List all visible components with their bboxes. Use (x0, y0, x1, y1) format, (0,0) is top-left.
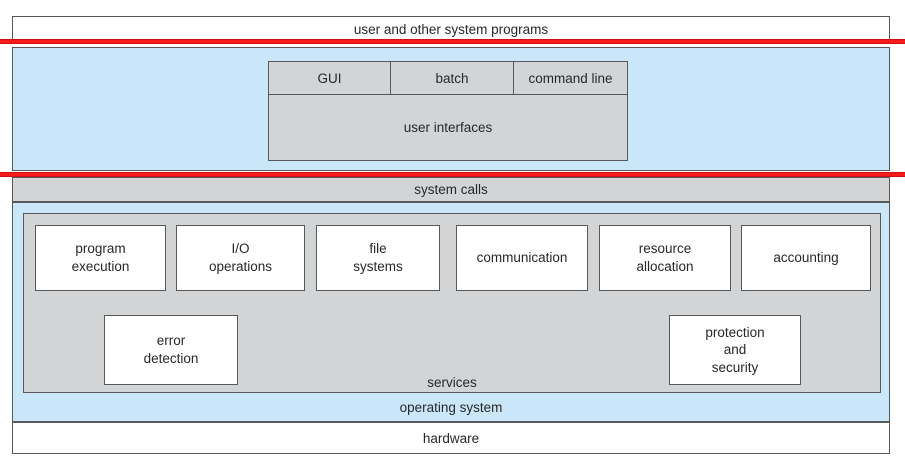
service-box-protection-security: protection and security (669, 315, 801, 385)
services-box: program execution I/O operations file sy… (23, 213, 881, 393)
ui-cell-gui: GUI (269, 62, 391, 94)
user-programs-label: user and other system programs (353, 22, 549, 37)
layer-user-interface-region: GUI batch command line user interfaces (12, 47, 890, 171)
layer-user-programs: user and other system programs (12, 16, 890, 43)
service-box-file-systems: file systems (316, 225, 440, 291)
hardware-label: hardware (422, 430, 480, 446)
user-interfaces-box: GUI batch command line user interfaces (268, 61, 628, 161)
layer-hardware: hardware (12, 422, 890, 454)
layer-system-calls: system calls (12, 177, 890, 202)
ui-cell-command-line: command line (514, 62, 627, 94)
operating-system-label: operating system (399, 399, 503, 415)
service-box-io-operations: I/O operations (176, 225, 305, 291)
ui-cell-batch: batch (391, 62, 514, 94)
layer-operating-system-region: program execution I/O operations file sy… (12, 202, 890, 422)
service-box-accounting: accounting (741, 225, 871, 291)
service-box-communication: communication (456, 225, 588, 291)
user-interfaces-caption: user interfaces (403, 120, 493, 135)
ui-modes-row: GUI batch command line (269, 62, 627, 95)
service-box-program-execution: program execution (35, 225, 166, 291)
services-label: services (427, 375, 477, 390)
red-separator-top (0, 39, 905, 44)
batch-label: batch (435, 70, 469, 86)
system-calls-label: system calls (414, 182, 488, 197)
service-box-resource-allocation: resource allocation (599, 225, 731, 291)
gui-label: GUI (317, 70, 342, 86)
red-separator-bottom (0, 172, 905, 177)
service-box-error-detection: error detection (104, 315, 238, 385)
command-line-label: command line (528, 70, 613, 86)
